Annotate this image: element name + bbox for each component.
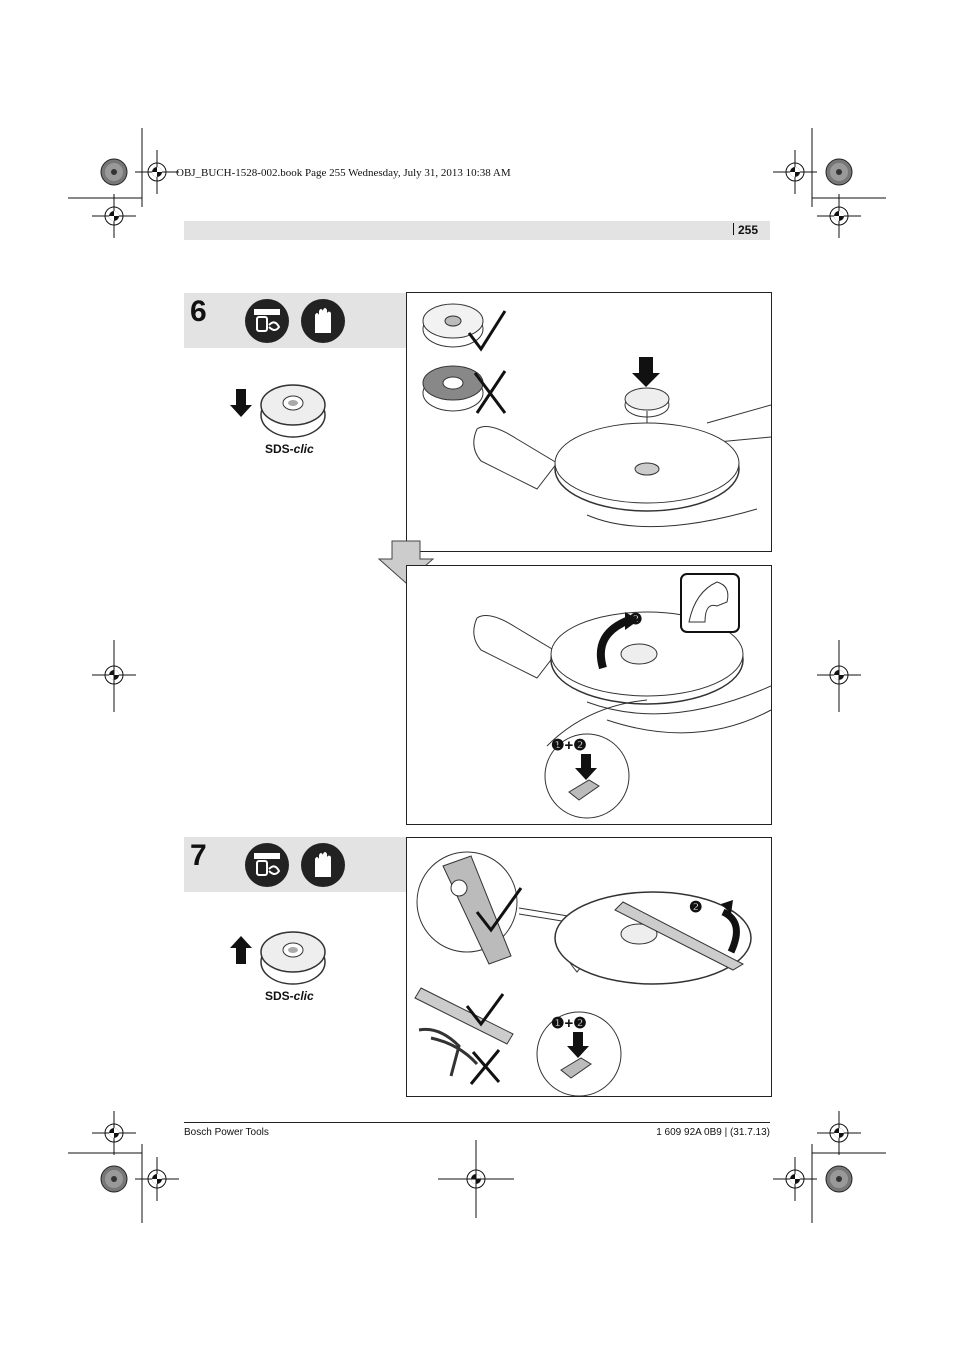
gloves-icon xyxy=(301,299,345,343)
footer-left: Bosch Power Tools xyxy=(184,1127,269,1138)
step-badge-2: ❷ xyxy=(689,899,703,916)
gloves-icon xyxy=(301,843,345,887)
step-number: 6 xyxy=(190,295,207,328)
unplug-icon xyxy=(245,299,289,343)
file-info: OBJ_BUCH-1528-002.book Page 255 Wednesda… xyxy=(176,167,511,179)
unplug-icon xyxy=(245,843,289,887)
step-number: 7 xyxy=(190,839,207,872)
arrow-down-icon xyxy=(632,357,660,387)
combo-label: ❶+❷ xyxy=(551,737,587,754)
checkmark-icon xyxy=(465,993,505,1027)
checkmark-icon xyxy=(467,310,507,352)
remove-illustration xyxy=(414,851,752,1097)
arrow-down-icon xyxy=(230,389,252,417)
step-7-header: 7 xyxy=(184,837,406,892)
combo-label: ❶+❷ xyxy=(551,1015,587,1032)
page-header-bar: 255 xyxy=(184,221,770,240)
wrench-correct xyxy=(414,987,514,1045)
step-6-panel-mount xyxy=(406,292,772,552)
correct-nut-orientation xyxy=(422,303,507,352)
step-6-panel-tighten: ❷ ❶+❷ xyxy=(406,565,772,825)
cross-icon xyxy=(469,1049,501,1085)
nut-with-arrow-down xyxy=(230,384,326,438)
footer-divider xyxy=(184,1122,770,1123)
registration-mark-icon xyxy=(100,158,128,186)
page-number: 255 xyxy=(733,223,758,237)
arrow-up-icon xyxy=(230,936,252,964)
sds-clic-label: SDS-clic xyxy=(265,989,314,1003)
checkmark-icon xyxy=(475,887,523,933)
tighten-illustration xyxy=(473,573,772,819)
mount-illustration xyxy=(422,303,772,528)
step-badge-2: ❷ xyxy=(629,611,643,628)
safety-icons xyxy=(245,843,345,887)
step-7-panel-remove: ❷ ❶+❷ xyxy=(406,837,772,1097)
incorrect-nut-orientation xyxy=(422,365,507,414)
step-6-header: 6 xyxy=(184,293,406,348)
nut-with-arrow-up xyxy=(230,931,326,985)
pliers-incorrect xyxy=(418,1027,501,1085)
safety-icons xyxy=(245,299,345,343)
sds-clic-label: SDS-clic xyxy=(265,442,314,456)
footer-right: 1 609 92A 0B9 | (31.7.13) xyxy=(656,1127,770,1138)
cross-icon xyxy=(473,370,507,414)
